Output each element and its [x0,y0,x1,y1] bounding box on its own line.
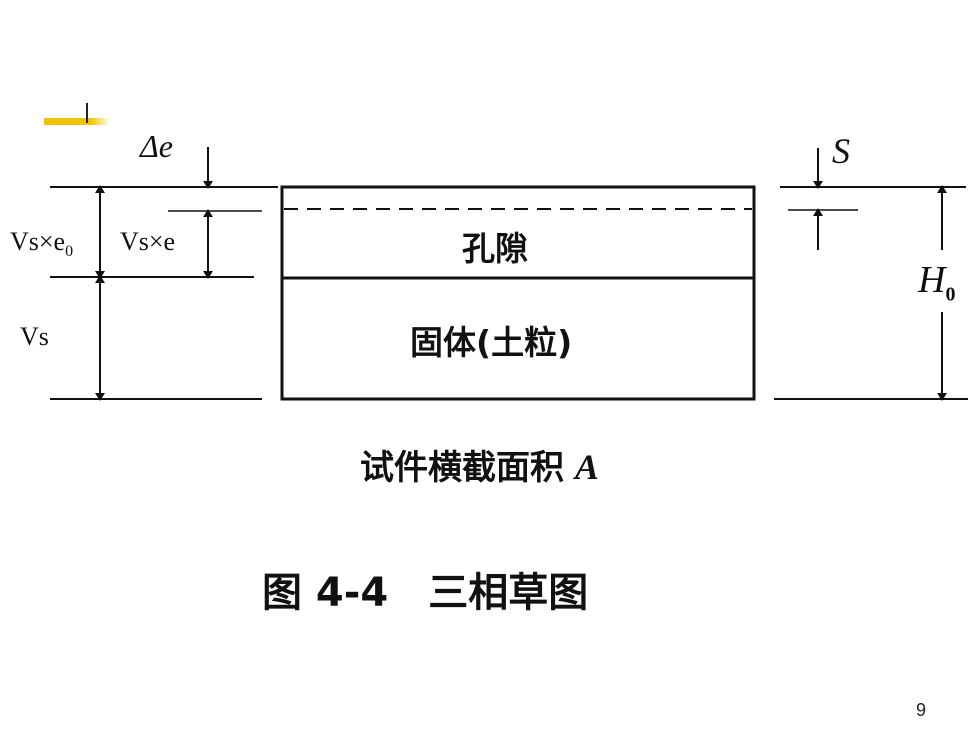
vs-e0-label: Vs×e0 [10,227,74,261]
void-layer-label: 孔隙 [462,229,528,268]
height-h0-label: H0 [918,259,956,306]
solid-layer-label: 固体(土粒) [410,323,573,362]
figure-caption: 图 4-4 三相草图 [262,570,589,616]
page-number: 9 [916,700,927,720]
settlement-s-label: S [832,131,850,171]
delta-e-label: Δe [140,128,173,164]
vs-label: Vs [20,322,49,351]
cross-section-label: 试件横截面积 A [360,447,599,488]
vs-e-label: Vs×e [120,227,176,256]
title-accent-bar [44,118,110,125]
specimen-box [280,185,756,401]
title-accent-tick [86,103,88,123]
